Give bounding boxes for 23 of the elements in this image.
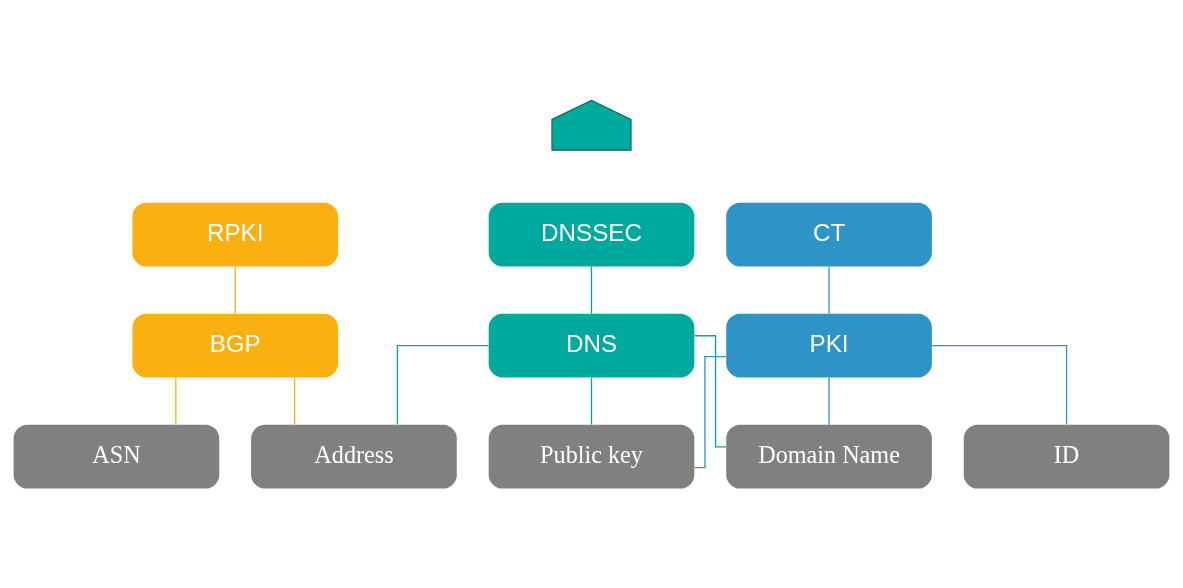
node-box: DNSSEC bbox=[488, 202, 695, 266]
connector bbox=[931, 344, 1068, 425]
node-box: CT bbox=[726, 202, 932, 266]
node-box: BGP bbox=[132, 313, 338, 378]
node-arrow bbox=[551, 99, 632, 151]
connector bbox=[828, 376, 830, 425]
node-box: PKI bbox=[726, 313, 932, 378]
node-box: ID bbox=[963, 424, 1170, 489]
node-box: Domain Name bbox=[726, 424, 932, 489]
connector bbox=[590, 376, 593, 425]
connector bbox=[293, 376, 296, 425]
connector bbox=[175, 376, 177, 425]
node-box: ASN bbox=[13, 424, 220, 489]
node-box: DNS bbox=[488, 313, 695, 378]
connector bbox=[396, 344, 490, 425]
connector bbox=[828, 265, 830, 314]
node-box: Address bbox=[251, 424, 457, 489]
connector bbox=[234, 265, 236, 314]
node-box: Public key bbox=[488, 424, 695, 489]
connector bbox=[693, 334, 727, 447]
connector bbox=[590, 265, 593, 314]
node-box: RPKI bbox=[132, 202, 338, 266]
connector bbox=[693, 355, 727, 468]
